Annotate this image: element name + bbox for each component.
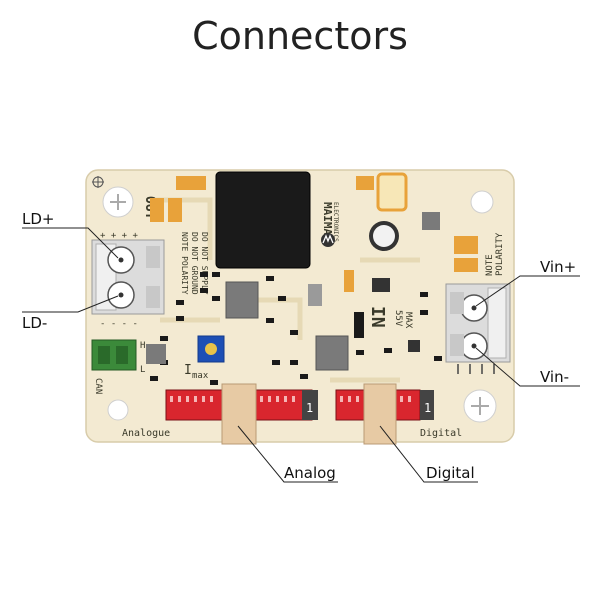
mount-hole-bottom-left (107, 399, 129, 421)
analog-leader (237, 425, 338, 483)
digital-leader (379, 425, 478, 483)
polarity-right-silkscreen: POLARITY (495, 232, 505, 276)
note-polarity-silkscreen: NOTE POLARITY (180, 232, 189, 295)
note-right-silkscreen: NOTE (485, 254, 495, 276)
imax-potentiometer (197, 335, 225, 363)
mount-hole-top-right (470, 190, 494, 214)
analog-connector (165, 389, 318, 421)
ld-plus-leader (22, 227, 119, 259)
digital-label: Digital (426, 464, 475, 482)
page-title: Connectors (192, 14, 408, 58)
mount-hole-bottom-right (463, 389, 497, 423)
ic-main (225, 281, 259, 319)
imax-silkscreen: I (184, 363, 192, 378)
brand-logo-icon (321, 233, 335, 247)
imax-sub-silkscreen: max (192, 371, 209, 381)
inductor (215, 171, 311, 269)
ld-minus-label: LD- (22, 314, 48, 332)
can-l-silkscreen: L (140, 365, 145, 375)
brand-sub-silkscreen: ELECTRONICS (332, 202, 339, 242)
can-silkscreen: CAN (93, 378, 103, 394)
vin-plus-label: Vin+ (540, 258, 577, 276)
vin-minus-label: Vin- (540, 368, 570, 386)
in-silkscreen: IN (367, 306, 388, 328)
analog-pin1-silkscreen: 1 (306, 401, 313, 415)
vin-minus-leader (475, 347, 580, 387)
ld-minus-leader (22, 295, 119, 313)
out-plus-silkscreen: + + + + (100, 231, 139, 241)
do-not-supply-silkscreen: DO NOT SUPPLY (200, 232, 209, 295)
ic-secondary (315, 335, 349, 371)
analog-cable-plug (221, 383, 257, 445)
max-silkscreen: MAX (403, 312, 413, 329)
brand-silkscreen: MAIMAN (321, 202, 334, 242)
out-minus-silkscreen: - - - - (100, 319, 138, 329)
can-h-silkscreen: H (140, 341, 145, 351)
digital-pin1-silkscreen: 1 (424, 401, 431, 415)
analog-label: Analog (284, 464, 336, 482)
fiducial-icon (92, 176, 104, 188)
vin-plus-leader (475, 275, 580, 307)
callout-lines (22, 227, 580, 483)
analogue-silkscreen: Analogue (122, 428, 170, 439)
digital-silkscreen: Digital (420, 428, 462, 439)
ld-plus-label: LD+ (22, 210, 55, 228)
digital-cable-plug (363, 383, 397, 445)
mount-hole-top-left (102, 186, 134, 218)
volt-silkscreen: 55V (393, 310, 403, 327)
do-not-ground-silkscreen: DO NOT GROUND (190, 232, 199, 295)
